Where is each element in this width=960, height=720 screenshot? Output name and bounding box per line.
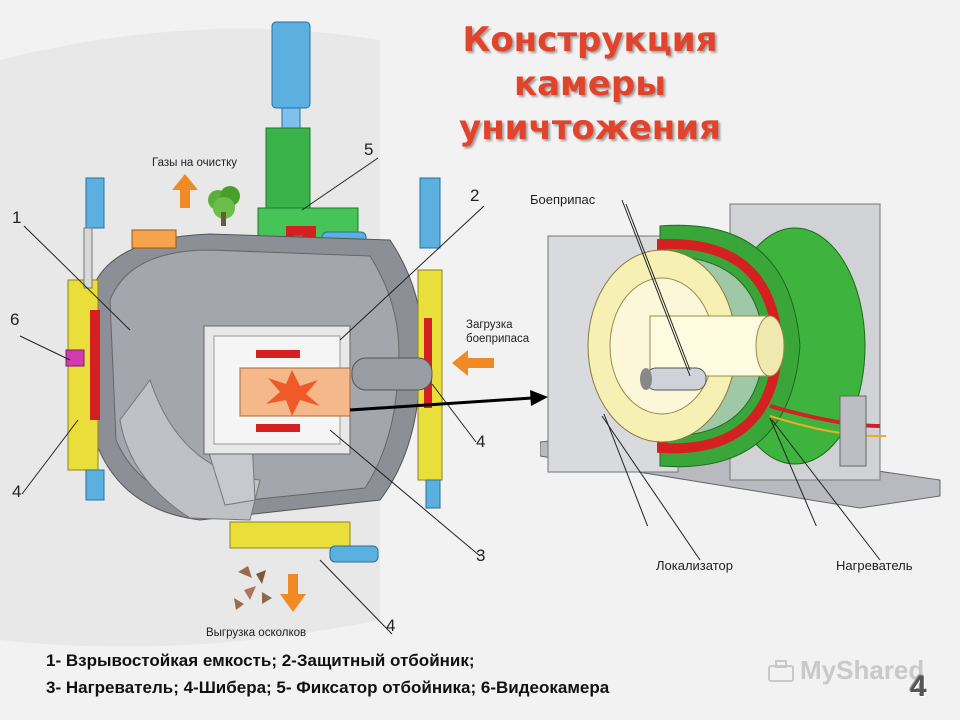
- localizer-leader-line: [603, 413, 649, 526]
- munition-label: Боеприпас: [530, 192, 596, 207]
- callout-4-bottom: 4: [386, 616, 396, 635]
- watermark-text: MyShared: [800, 655, 925, 685]
- callout-6: 6: [10, 310, 20, 329]
- leader-lines: [19, 157, 485, 635]
- unloading-arrow: [280, 574, 306, 612]
- legend-caption: 1- Взрывостойкая емкость; 2-Защитный отб…: [46, 647, 609, 701]
- barrier-fixer-green: [257, 127, 359, 240]
- watermark-logo-icon: [768, 660, 794, 682]
- loading-label-line-2: боеприпаса: [466, 333, 530, 345]
- legend-line-1: 1- Взрывостойкая емкость; 2-Защитный отб…: [46, 651, 475, 670]
- gases-label: Газы на очистку: [152, 157, 238, 169]
- callout-4-right: 4: [476, 432, 486, 451]
- loading-label-line-1: Загрузка: [466, 319, 513, 331]
- localizer-label: Локализатор: [656, 558, 733, 573]
- left-gate-frame: [65, 177, 105, 501]
- munition-leader-line: [621, 199, 691, 377]
- heater-label: Нагреватель: [836, 558, 913, 573]
- page-number: 4: [910, 670, 927, 703]
- slide-title: Конструкция камеры уничтожения: [380, 18, 800, 150]
- callout-3: 3: [476, 546, 486, 565]
- right-gate-frame: [351, 177, 443, 509]
- protective-barrier: [203, 325, 351, 455]
- title-line-1: Конструкция: [462, 20, 718, 60]
- callout-1: 1: [12, 208, 22, 227]
- callout-5: 5: [364, 140, 374, 159]
- detail-pointer-arrow: [349, 390, 548, 412]
- bottom-gate: [229, 521, 379, 563]
- top-left-fixture: [131, 229, 177, 249]
- debris-icon: [234, 566, 272, 610]
- gas-cloud-icon: [208, 186, 240, 226]
- gas-exhaust-arrow: [172, 174, 198, 208]
- loading-arrow: [452, 350, 494, 376]
- callout-2: 2: [470, 186, 480, 205]
- loading-label: Загрузка боеприпаса: [466, 318, 529, 346]
- heater-leader-line: [769, 417, 817, 526]
- title-line-2: камеры уничтожения: [459, 64, 721, 148]
- explosion-burst: [266, 370, 320, 416]
- unloading-label: Выгрузка осколков: [206, 627, 307, 639]
- top-actuator: [271, 21, 311, 131]
- localizer-detail-illustration: [540, 199, 941, 526]
- legend-line-2: 3- Нагреватель; 4-Шибера; 5- Фиксатор от…: [46, 678, 610, 697]
- callout-4-left: 4: [12, 482, 22, 501]
